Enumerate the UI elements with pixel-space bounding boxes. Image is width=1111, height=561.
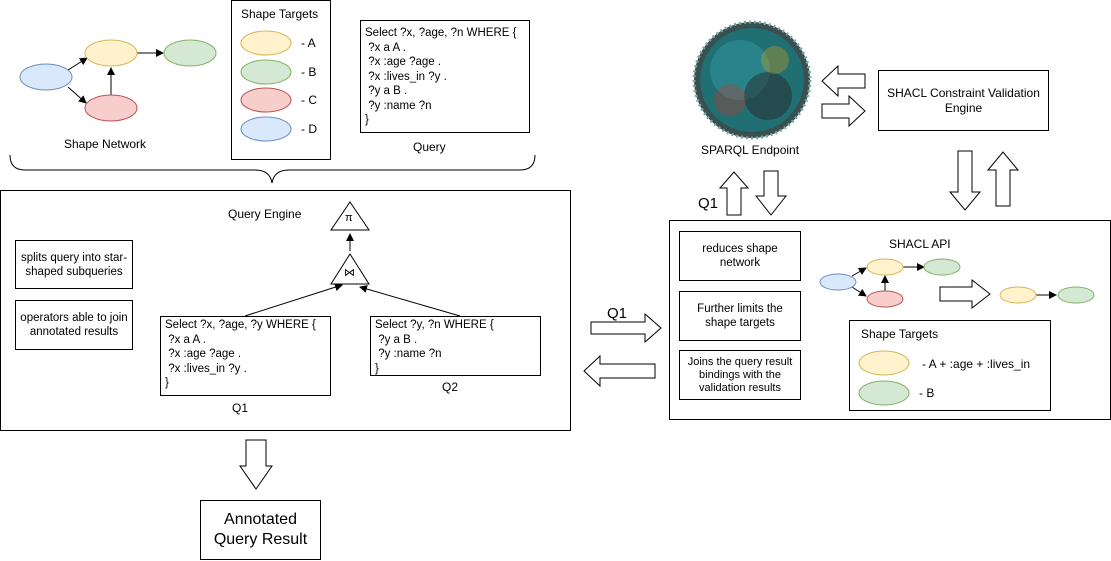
sparql-endpoint-label: SPARQL Endpoint: [701, 143, 800, 157]
step-reduce-network: reduces shape network: [679, 231, 801, 281]
reduce-arrow: [939, 278, 991, 310]
subquery-q2-box: Select ?y, ?n WHERE { ?y a B . ?y :name …: [370, 316, 541, 376]
target-d-ellipse: [240, 116, 292, 142]
node-b-ellipse: [163, 39, 217, 67]
subquery-line: ?y :name ?n: [375, 348, 442, 360]
shape-targets-title: Shape Targets: [241, 7, 319, 21]
right-arrow-q1: [590, 312, 662, 344]
down-arrow-sparql: [754, 170, 788, 216]
subquery-line: ?x :age ?age .: [165, 348, 242, 360]
api-target-b-ellipse: [858, 380, 910, 406]
query-line: Select ?x, ?age, ?n WHERE {: [365, 27, 517, 39]
down-arrow-result: [239, 439, 273, 490]
target-c-ellipse: [240, 87, 292, 113]
middle-q1-label: Q1: [607, 305, 628, 322]
subquery-line: ?x :lives_in ?y .: [165, 362, 247, 375]
annotated-result-line2: Query Result: [213, 531, 308, 548]
grouping-brace: [9, 154, 536, 184]
api-target-a-ellipse: [858, 350, 910, 376]
api-shape-targets-box: [849, 320, 1051, 411]
annotated-result-box: Annotated Query Result: [200, 500, 321, 560]
subquery-line: }: [375, 362, 379, 375]
shacl-api-title: SHACL API: [889, 237, 951, 251]
subquery-line: Select ?y, ?n WHERE {: [375, 319, 494, 331]
target-c-label: - C: [301, 93, 317, 107]
subquery-line: Select ?x, ?age, ?y WHERE {: [165, 319, 316, 331]
reduced-shape-network: [819, 258, 961, 308]
query-line: ?x :age ?age .: [365, 56, 442, 68]
node-a-ellipse: [84, 39, 138, 67]
join-symbol: ⋈: [344, 267, 355, 279]
step-limit-targets: Further limits the shape targets: [679, 291, 801, 341]
subquery-line: ?y a B .: [375, 333, 418, 346]
target-d-label: - D: [301, 122, 317, 136]
subquery-line: }: [165, 377, 169, 389]
query-line: ?y a B .: [365, 85, 408, 97]
subquery-q2-label: Q2: [442, 380, 459, 394]
api-shape-targets-title: Shape Targets: [861, 327, 939, 341]
query-line: ?x a A .: [365, 41, 406, 54]
down-arrow-shacl-engine: [948, 150, 982, 211]
target-b-ellipse: [240, 59, 292, 85]
subquery-line: ?x a A .: [165, 333, 206, 346]
target-a-label: - A: [301, 36, 316, 50]
join-triangle: [330, 253, 370, 285]
shape-targets-box: [231, 0, 331, 160]
query-line: }: [365, 114, 369, 126]
node-c-ellipse: [84, 94, 138, 122]
limited-shape-network: [999, 286, 1095, 304]
up-arrow-shacl-api: [986, 151, 1020, 207]
arrow-to-shacl-engine: [821, 94, 866, 128]
sparql-q1-label: Q1: [698, 195, 719, 212]
note-split-subqueries: splits query into star-shaped subqueries: [15, 240, 133, 289]
up-arrow-q1: [718, 171, 750, 216]
shacl-engine-box: SHACL Constraint Validation Engine: [878, 70, 1049, 131]
projection-triangle: [330, 201, 370, 231]
note-join-operators: operators able to join annotated results: [15, 300, 133, 350]
query-engine-title: Query Engine: [228, 207, 302, 221]
node-d-ellipse: [19, 63, 73, 91]
subquery-q1-box: Select ?x, ?age, ?y WHERE { ?x a A . ?x …: [160, 316, 331, 396]
target-b-label: - B: [301, 65, 317, 79]
api-target-a-label: - A + :age + :lives_in: [922, 357, 1031, 371]
step-join-results: Joins the query result bindings with the…: [679, 350, 801, 400]
sparql-endpoint-cloud: [692, 20, 812, 140]
query-line: ?y :name ?n: [365, 99, 432, 112]
shape-network-graph: [19, 39, 217, 122]
query-label: Query: [413, 140, 446, 154]
projection-symbol: π: [345, 212, 353, 224]
target-a-ellipse: [240, 30, 292, 56]
left-arrow-results: [583, 354, 656, 388]
annotated-result-line1: Annotated: [224, 511, 297, 528]
api-target-b-label: - B: [919, 386, 935, 400]
query-line: ?x :lives_in ?y .: [365, 70, 447, 83]
subquery-q1-label: Q1: [232, 401, 249, 415]
query-box: Select ?x, ?age, ?n WHERE { ?x a A . ?x …: [360, 20, 530, 133]
arrow-to-sparql: [821, 64, 866, 98]
query-engine-box: [0, 190, 571, 431]
shape-network-label: Shape Network: [64, 137, 147, 151]
